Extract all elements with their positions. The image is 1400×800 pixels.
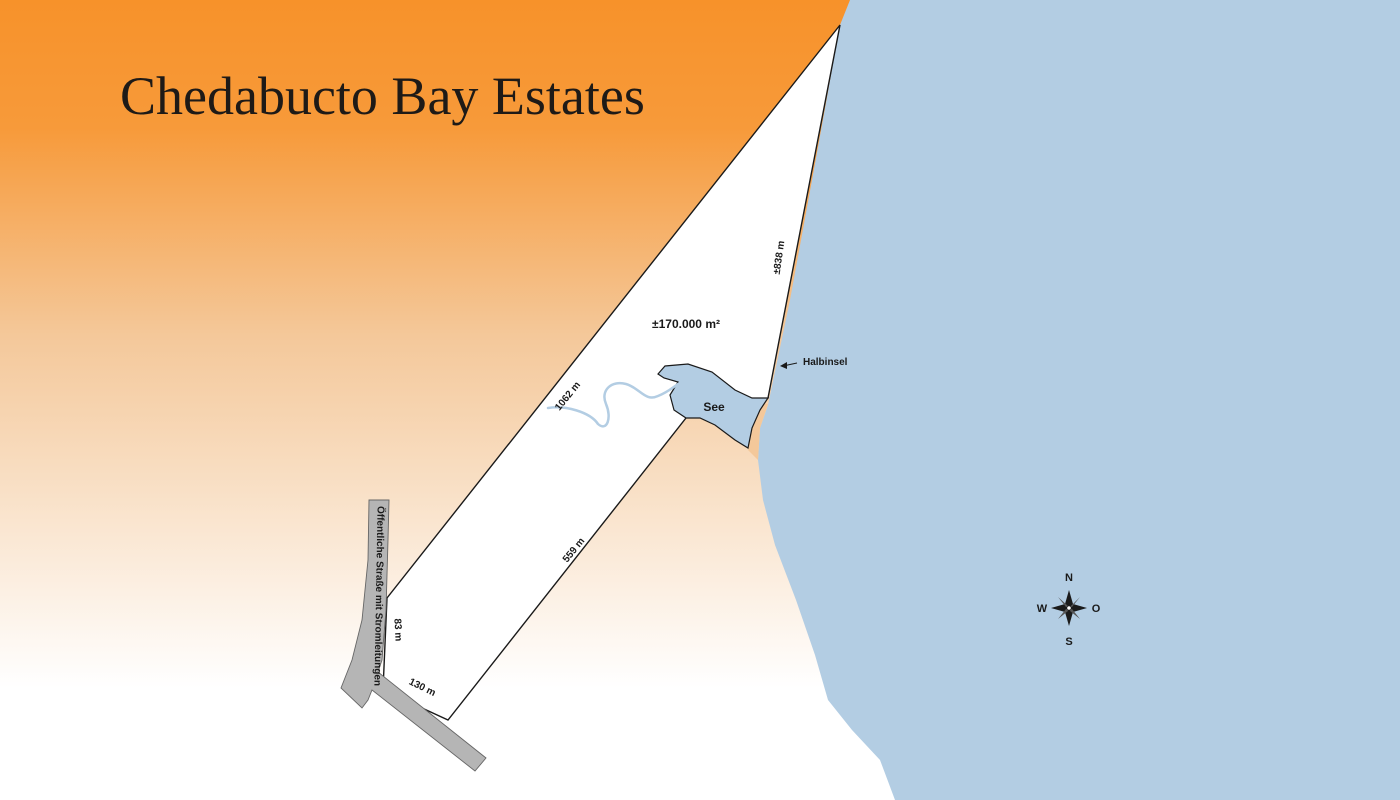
peninsula-label: Halbinsel (803, 357, 848, 368)
map-title: Chedabucto Bay Estates (120, 66, 645, 126)
sea (758, 0, 1400, 800)
compass-east-label: O (1092, 603, 1101, 615)
side-west-label: 83 m (391, 618, 403, 641)
lake (657, 363, 770, 449)
creek (546, 381, 680, 428)
compass-north-label: N (1065, 572, 1073, 584)
road (340, 499, 487, 772)
lake-label: See (703, 400, 725, 414)
compass-rose-icon (1051, 590, 1087, 626)
peninsula-arrow-head (780, 362, 787, 369)
compass-south-label: S (1065, 636, 1072, 648)
road-label: Öffentliche Straße mit Stromleitungen (371, 506, 387, 686)
side-east-label: ±838 m (772, 240, 788, 275)
compass-west-label: W (1037, 603, 1048, 615)
area-label: ±170.000 m² (652, 317, 720, 331)
